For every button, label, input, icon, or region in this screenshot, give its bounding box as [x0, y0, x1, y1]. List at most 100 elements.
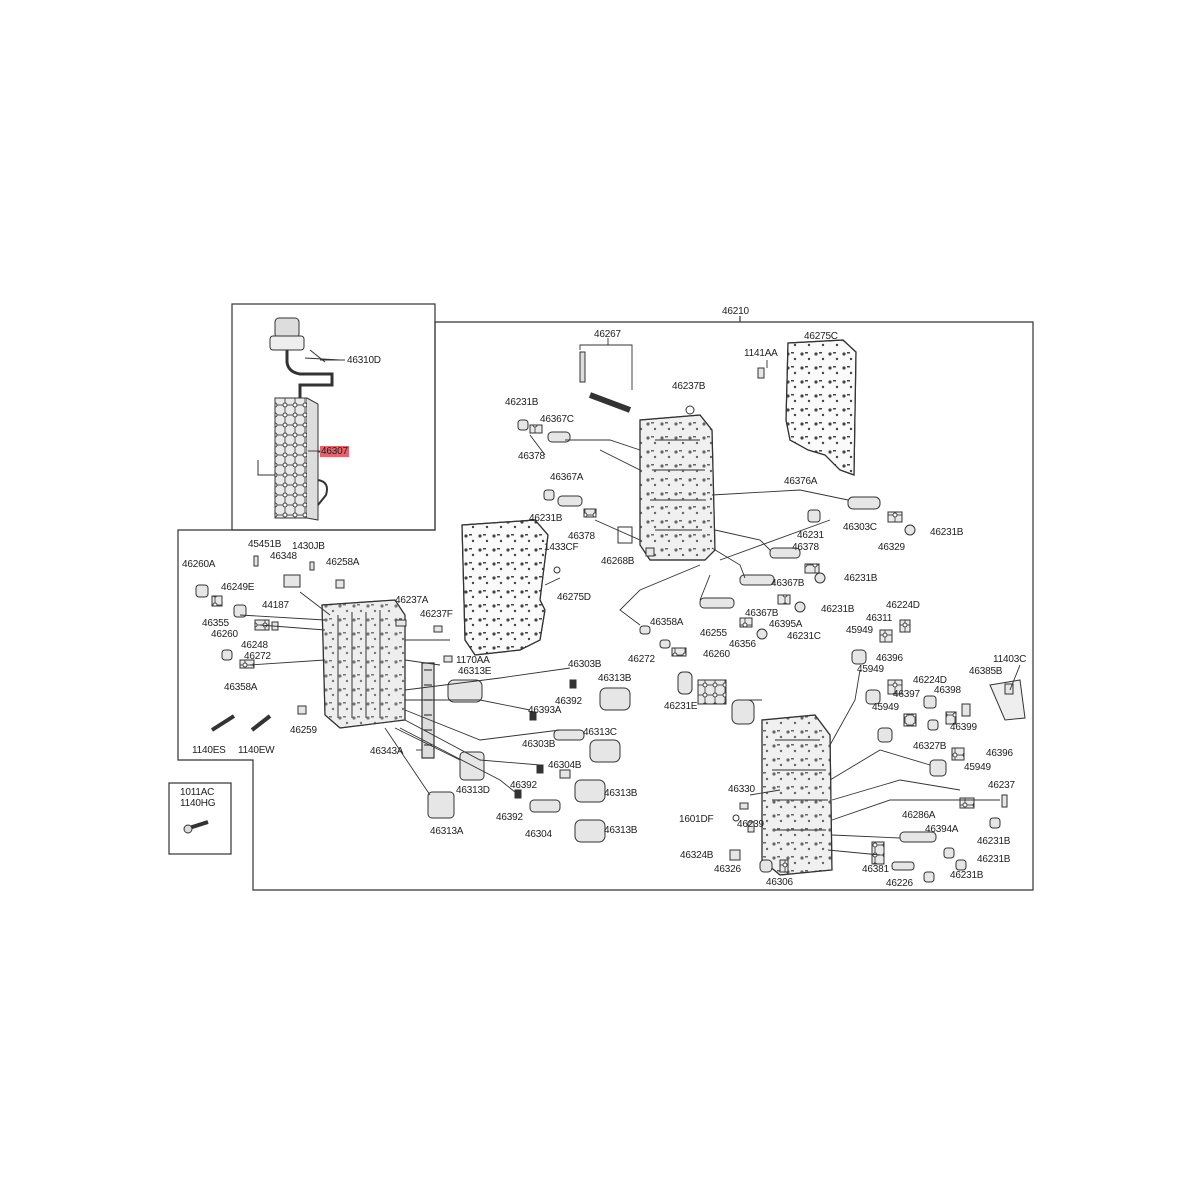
- label-46303B: 46303B: [568, 659, 602, 670]
- label-46367B: 46367B: [745, 608, 779, 619]
- valve-bodies: [321, 414, 833, 876]
- label-46304: 46304: [525, 829, 552, 840]
- label-46324B: 46324B: [680, 850, 714, 861]
- label-46231B: 46231B: [505, 397, 539, 408]
- label-46356: 46356: [729, 639, 756, 650]
- label-46313E: 46313E: [458, 666, 492, 677]
- label-46313A: 46313A: [430, 826, 464, 837]
- label-46258A: 46258A: [326, 557, 360, 568]
- label-46248: 46248: [241, 640, 268, 651]
- label-46260: 46260: [703, 649, 730, 660]
- label-46397: 46397: [893, 689, 920, 700]
- label-46313B: 46313B: [598, 673, 632, 684]
- label-46260: 46260: [211, 629, 238, 640]
- label-1011AC: 1011AC: [180, 787, 215, 798]
- label-46307-highlighted: 46307: [320, 446, 349, 457]
- label-46381: 46381: [862, 864, 889, 875]
- label-46327B: 46327B: [913, 741, 947, 752]
- label-45949: 45949: [964, 762, 991, 773]
- label-45949: 45949: [872, 702, 899, 713]
- label-46378: 46378: [568, 531, 595, 542]
- label-46310D: 46310D: [347, 355, 381, 366]
- leader-lines: [239, 338, 1021, 856]
- label-46306: 46306: [766, 877, 793, 888]
- label-46286A: 46286A: [902, 810, 936, 821]
- label-46231B: 46231B: [844, 573, 878, 584]
- label-46358A: 46358A: [650, 617, 684, 628]
- label-46231B: 46231B: [977, 836, 1011, 847]
- label-46304B: 46304B: [548, 760, 582, 771]
- label-1141AA: 1141AA: [744, 348, 778, 359]
- label-1140HG: 1140HG: [180, 798, 216, 809]
- label-46275D: 46275D: [557, 592, 591, 603]
- label-46329: 46329: [878, 542, 905, 553]
- label-1140ES: 1140ES: [192, 745, 226, 756]
- label-46275C: 46275C: [804, 331, 838, 342]
- label-46392: 46392: [496, 812, 523, 823]
- label-46224D: 46224D: [913, 675, 947, 686]
- label-46396: 46396: [986, 748, 1013, 759]
- label-46237F: 46237F: [420, 609, 453, 620]
- label-46398: 46398: [934, 685, 961, 696]
- label-11403C: 11403C: [993, 654, 1027, 665]
- label-46313B: 46313B: [604, 825, 638, 836]
- label-46395A: 46395A: [769, 619, 803, 630]
- label-46348: 46348: [270, 551, 297, 562]
- label-46267: 46267: [594, 329, 621, 340]
- bolt-box: [168, 782, 232, 855]
- label-46231B: 46231B: [529, 513, 563, 524]
- label-46260A: 46260A: [182, 559, 216, 570]
- label-1433CF: 1433CF: [544, 542, 579, 553]
- label-46358A: 46358A: [224, 682, 258, 693]
- label-46396: 46396: [876, 653, 903, 664]
- label-46313C: 46313C: [583, 727, 617, 738]
- label-46355: 46355: [202, 618, 229, 629]
- label-46237B: 46237B: [672, 381, 706, 392]
- label-46303B: 46303B: [522, 739, 556, 750]
- label-46385B: 46385B: [969, 666, 1003, 677]
- label-46392: 46392: [555, 696, 582, 707]
- label-46210: 46210: [722, 306, 749, 317]
- label-46326: 46326: [714, 864, 741, 875]
- label-46367C: 46367C: [540, 414, 574, 425]
- label-46259: 46259: [290, 725, 317, 736]
- label-45451B: 45451B: [248, 539, 282, 550]
- label-46224D: 46224D: [886, 600, 920, 611]
- label-1430JB: 1430JB: [292, 541, 325, 552]
- label-46231B: 46231B: [950, 870, 984, 881]
- label-46392: 46392: [510, 780, 537, 791]
- label-46394A: 46394A: [925, 824, 959, 835]
- label-46399: 46399: [950, 722, 977, 733]
- label-1601DF: 1601DF: [679, 814, 714, 825]
- label-46376A: 46376A: [784, 476, 818, 487]
- label-1170AA: 1170AA: [456, 655, 490, 666]
- label-46231B: 46231B: [977, 854, 1011, 865]
- label-46313D: 46313D: [456, 785, 490, 796]
- label-44187: 44187: [262, 600, 289, 611]
- label-46313B: 46313B: [604, 788, 638, 799]
- label-46367A: 46367A: [550, 472, 584, 483]
- harness-box: [231, 303, 436, 531]
- label-46268B: 46268B: [601, 556, 635, 567]
- label-46226: 46226: [886, 878, 913, 889]
- label-46378: 46378: [792, 542, 819, 553]
- label-46237A: 46237A: [395, 595, 429, 606]
- label-46393A: 46393A: [528, 705, 562, 716]
- label-45949: 45949: [857, 664, 884, 675]
- label-1140EW: 1140EW: [238, 745, 275, 756]
- label-46231: 46231: [797, 530, 824, 541]
- label-46330: 46330: [728, 784, 755, 795]
- label-46378: 46378: [518, 451, 545, 462]
- label-46343A: 46343A: [370, 746, 404, 757]
- label-46367B: 46367B: [771, 578, 805, 589]
- label-46237: 46237: [988, 780, 1015, 791]
- label-46255: 46255: [700, 628, 727, 639]
- label-46231B: 46231B: [930, 527, 964, 538]
- label-46231E: 46231E: [664, 701, 698, 712]
- label-46303C: 46303C: [843, 522, 877, 533]
- label-46311: 46311: [866, 613, 893, 624]
- label-45949: 45949: [846, 625, 873, 636]
- label-46231C: 46231C: [787, 631, 821, 642]
